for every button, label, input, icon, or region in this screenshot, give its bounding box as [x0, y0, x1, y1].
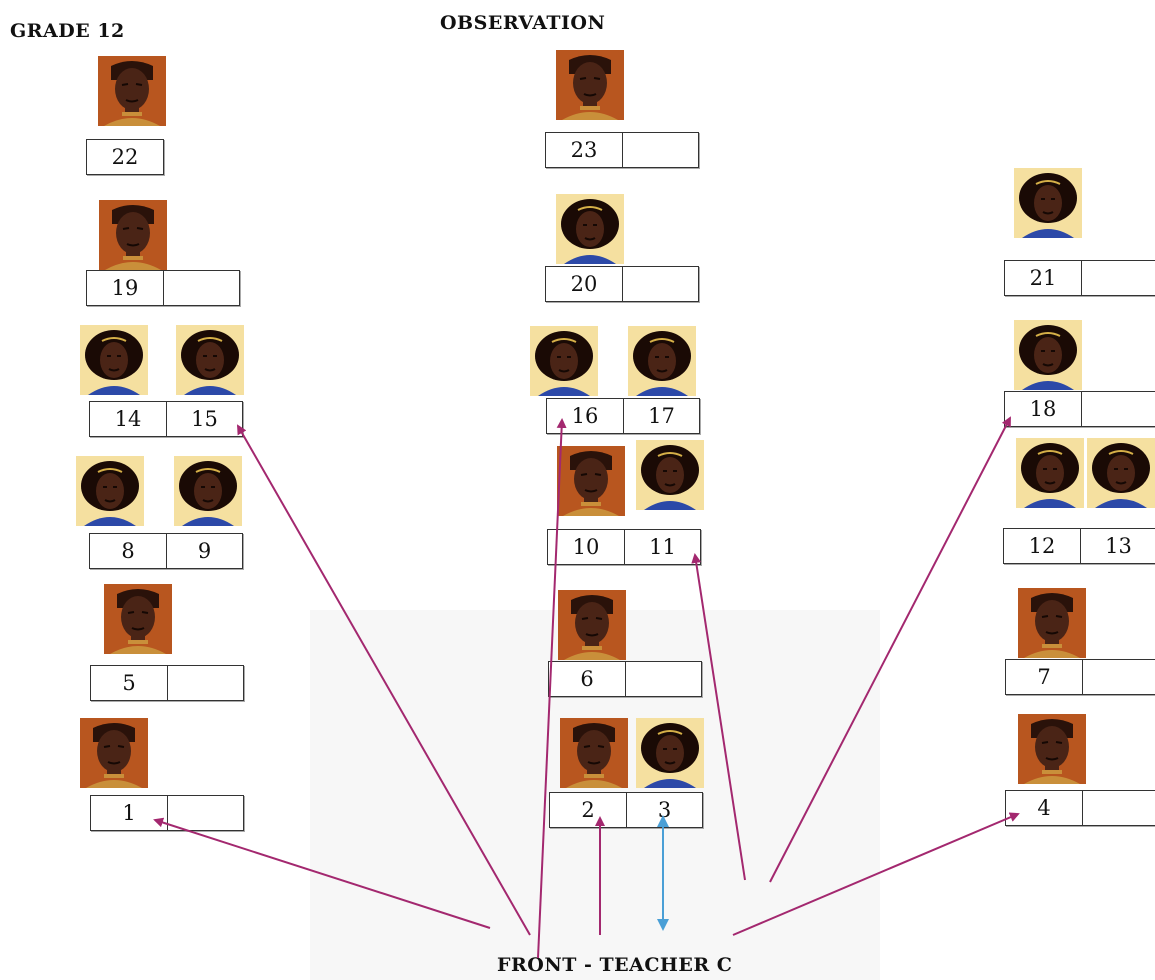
desk-20[interactable]: 20	[545, 266, 699, 302]
seat-label: 20	[570, 272, 598, 296]
seat-label: 13	[1080, 529, 1155, 563]
seat-label: 5	[122, 671, 136, 695]
seat-label: 6	[580, 667, 594, 691]
desk-6[interactable]: 6	[548, 661, 702, 697]
seat-label: 22	[111, 145, 139, 169]
seat-label: 15	[166, 402, 242, 436]
arrow-to-desk-1	[153, 817, 491, 929]
desk-12-13[interactable]: 12 13	[1003, 528, 1155, 564]
seat-label	[1082, 660, 1155, 694]
seat-label	[622, 267, 698, 301]
seat-label: 7	[1037, 665, 1051, 689]
seat-label	[1081, 392, 1155, 426]
seat-label: 2	[581, 798, 595, 822]
desk-5[interactable]: 5	[90, 665, 244, 701]
arrow-to-desk-18	[769, 416, 1011, 883]
seat-label: 12	[1028, 534, 1056, 558]
arrow-to-desk-15	[237, 424, 531, 936]
seat-label	[163, 271, 239, 305]
seat-label: 4	[1037, 796, 1051, 820]
seat-label: 8	[121, 539, 135, 563]
desk-19[interactable]: 19	[86, 270, 240, 306]
seat-label: 16	[571, 404, 599, 428]
seat-label	[167, 796, 243, 830]
desk-1[interactable]: 1	[90, 795, 244, 831]
arrow-to-desk-4	[732, 812, 1020, 936]
desk-18[interactable]: 18	[1004, 391, 1155, 427]
arrow-to-desk-16	[537, 418, 567, 959]
desk-14-15[interactable]: 14 15	[89, 401, 243, 437]
seat-label: 18	[1029, 397, 1057, 421]
seat-label: 10	[572, 535, 600, 559]
desk-4[interactable]: 4	[1005, 790, 1155, 826]
seat-label	[167, 666, 243, 700]
seat-label	[622, 133, 698, 167]
desk-21[interactable]: 21	[1004, 260, 1155, 296]
seat-label: 11	[624, 530, 700, 564]
seat-label: 21	[1029, 266, 1057, 290]
desk-10-11[interactable]: 10 11	[547, 529, 701, 565]
seat-label: 1	[122, 801, 136, 825]
arrow-to-desk-11	[691, 553, 746, 881]
seat-label	[1082, 791, 1155, 825]
front-teacher-label: FRONT - TEACHER C	[497, 954, 733, 976]
seat-label: 9	[166, 534, 242, 568]
seat-label	[625, 662, 701, 696]
observation-title: OBSERVATION	[440, 12, 606, 34]
grade-title: GRADE 12	[10, 20, 125, 42]
seat-label: 17	[623, 399, 699, 433]
seat-label	[1081, 261, 1155, 295]
desk-23[interactable]: 23	[545, 132, 699, 168]
seat-label: 23	[570, 138, 598, 162]
seat-label: 19	[111, 276, 139, 300]
seat-label: 14	[114, 407, 142, 431]
desk-22[interactable]: 22	[86, 139, 164, 175]
desk-7[interactable]: 7	[1005, 659, 1155, 695]
